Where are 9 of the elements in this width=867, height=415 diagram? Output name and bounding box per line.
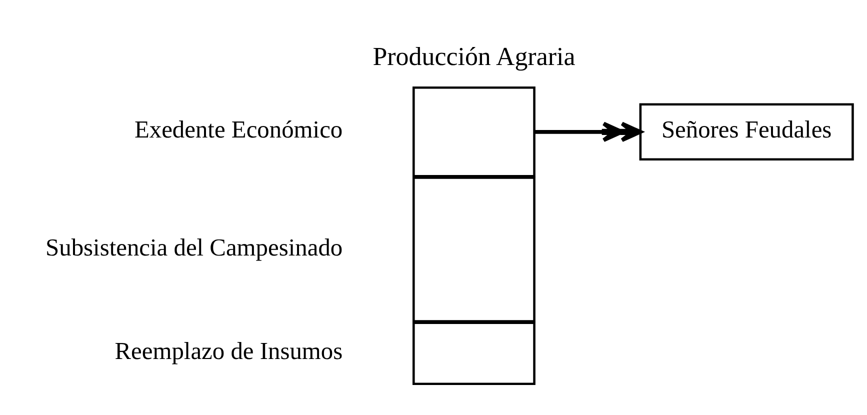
node-box xyxy=(412,322,536,386)
node-label: Reemplazo de Insumos xyxy=(114,338,343,366)
node-box: Señores Feudales xyxy=(639,103,854,161)
label: Producción Agraria xyxy=(372,42,576,71)
node-box xyxy=(412,86,536,178)
node-label: Subsistencia del Campesinado xyxy=(46,234,343,262)
node-box xyxy=(412,176,536,322)
node-label: Exedente Económico xyxy=(134,116,343,144)
arrow xyxy=(534,122,642,142)
